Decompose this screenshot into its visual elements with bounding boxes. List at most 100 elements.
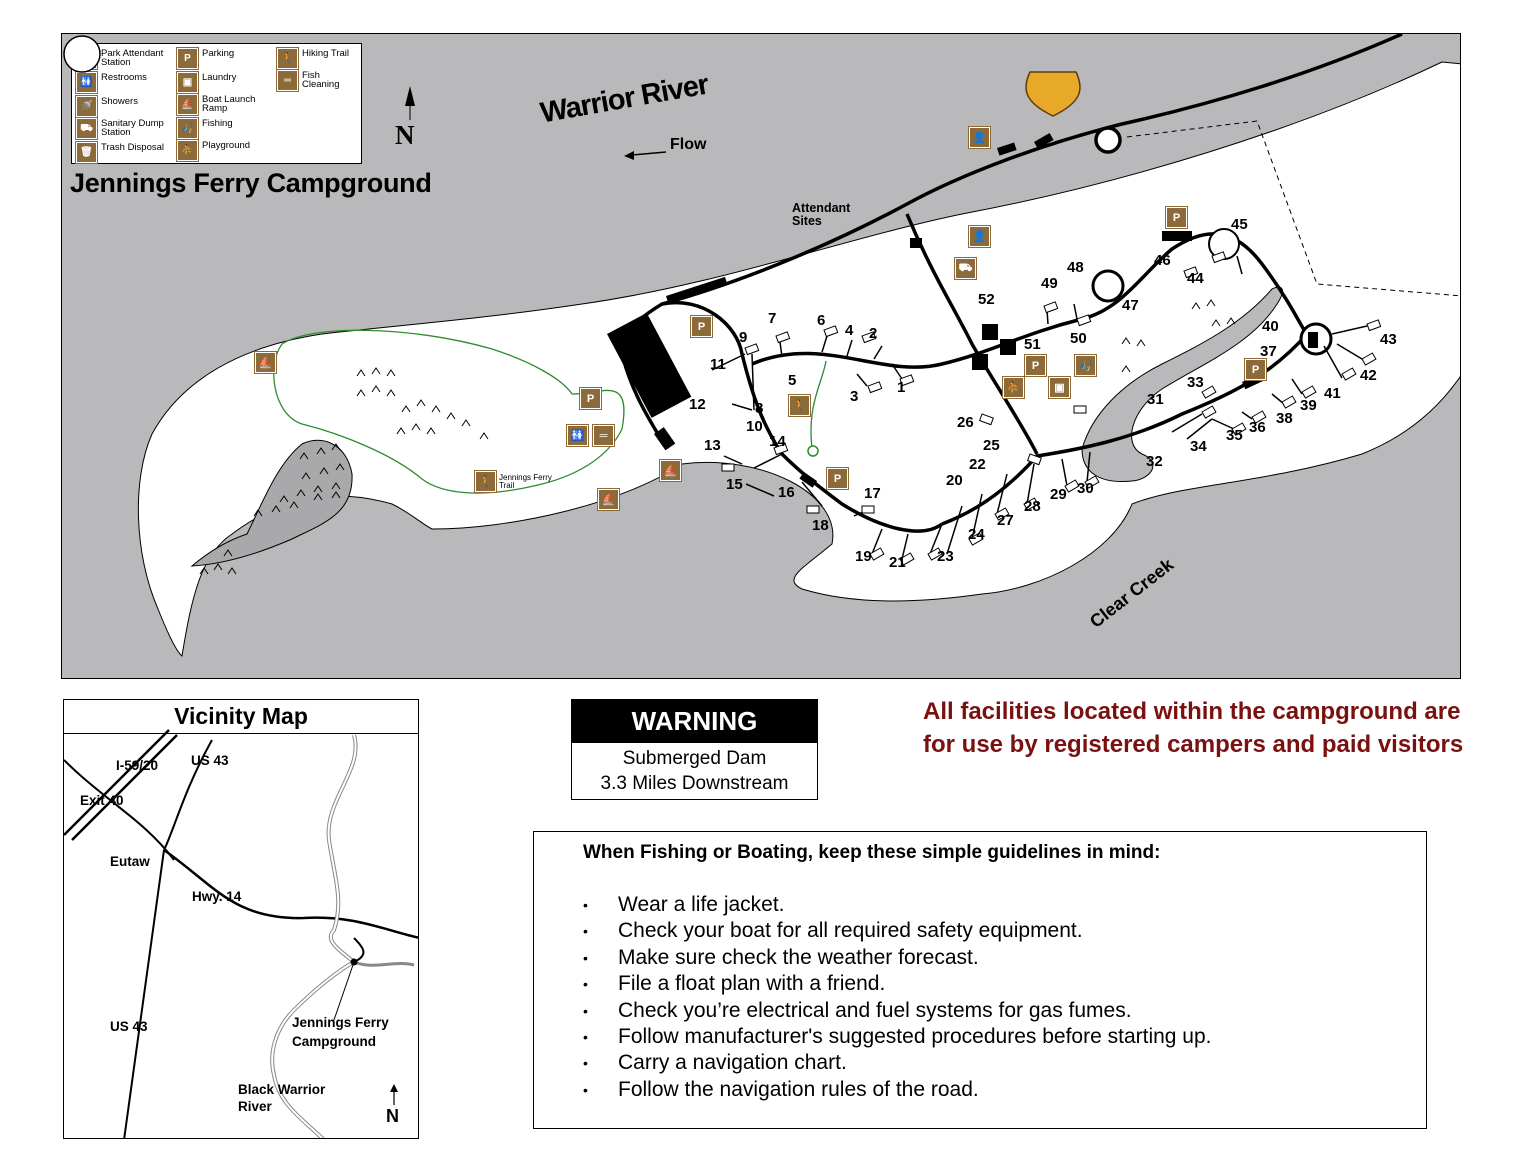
campsite-number[interactable]: 32 — [1146, 453, 1163, 470]
campsite-number[interactable]: 49 — [1041, 275, 1058, 292]
campsite-number[interactable]: 21 — [889, 554, 906, 571]
hwy14 — [163, 848, 418, 939]
campsite-number[interactable]: 6 — [817, 312, 826, 329]
campsite-number[interactable]: 4 — [845, 322, 854, 339]
vicinity-label-i59: I-59/20 — [116, 758, 159, 773]
campsite-number[interactable]: 33 — [1187, 374, 1204, 391]
hiking-trail-icon: 🚶 — [276, 47, 299, 70]
fishing-icon[interactable]: 🎣 — [1074, 354, 1097, 377]
campsite-number[interactable]: 7 — [768, 310, 777, 327]
warning-heading: WARNING — [572, 700, 817, 743]
playground-icon: ⛹ — [176, 139, 199, 162]
site-pads — [721, 251, 1382, 566]
campsite-number[interactable]: 52 — [978, 291, 995, 308]
parking-icon[interactable]: P — [826, 467, 849, 490]
north-arrow-head — [390, 1084, 398, 1092]
campsite-number[interactable]: 38 — [1276, 410, 1293, 427]
campsite-number[interactable]: 5 — [788, 372, 797, 389]
warning-line-2: 3.3 Miles Downstream — [600, 773, 789, 794]
campsite-number[interactable]: 48 — [1067, 259, 1084, 276]
campsite-number[interactable]: 25 — [983, 437, 1000, 454]
campground-map[interactable]: 👤Park Attendant Station🚻Restrooms🚿Shower… — [61, 33, 1461, 679]
parking-icon[interactable]: P — [1024, 354, 1047, 377]
interstate-line-1 — [64, 729, 170, 836]
campsite-number[interactable]: 9 — [739, 329, 748, 346]
campsite-number[interactable]: 11 — [710, 356, 726, 373]
campsite-number[interactable]: 35 — [1226, 427, 1243, 444]
campsite-number[interactable]: 43 — [1380, 331, 1397, 348]
campsite-number[interactable]: 40 — [1262, 318, 1279, 335]
hiking-trail-icon[interactable]: 🚶 — [788, 394, 811, 417]
trail-label: Jennings Ferry Trail — [499, 473, 552, 490]
campsite-number[interactable]: 18 — [812, 517, 829, 534]
boat-launch-icon[interactable]: ⛵ — [254, 351, 277, 374]
campsite-number[interactable]: 13 — [704, 437, 721, 454]
legend-label: Playground — [202, 140, 251, 151]
campsite-number[interactable]: 27 — [997, 512, 1014, 529]
campsite-number[interactable]: 3 — [850, 388, 859, 405]
park-attendant-icon[interactable]: 👤 — [968, 225, 991, 248]
campsite-number[interactable]: 46 — [1154, 252, 1171, 269]
us43-south — [123, 849, 165, 1138]
boat-launch-icon[interactable]: ⛵ — [659, 459, 682, 482]
campsite-number[interactable]: 28 — [1024, 498, 1041, 515]
legend-label: Boat Launch Ramp — [202, 94, 256, 114]
grass-marks — [199, 299, 1236, 575]
campsite-number[interactable]: 20 — [946, 472, 963, 489]
campsite-number[interactable]: 10 — [746, 418, 763, 435]
campsite-number[interactable]: 39 — [1300, 397, 1317, 414]
campsite-number[interactable]: 47 — [1122, 297, 1139, 314]
campsite-number[interactable]: 24 — [968, 526, 985, 543]
campsite-number[interactable]: 31 — [1147, 391, 1164, 408]
campground-title: Jennings Ferry Campground — [70, 168, 432, 198]
guideline-item: Make sure check the weather forecast. — [583, 945, 1212, 972]
parking-lot-east — [1162, 231, 1192, 241]
campsite-number[interactable]: 15 — [726, 476, 743, 493]
parking-icon[interactable]: P — [579, 387, 602, 410]
campsite-number[interactable]: 22 — [969, 456, 986, 473]
restrooms-icon[interactable]: 🚻 — [566, 424, 589, 447]
campsite-number[interactable]: 37 — [1260, 343, 1277, 360]
entrance-building-2 — [1034, 133, 1054, 149]
playground-icon[interactable]: ⛹ — [1002, 376, 1025, 399]
campsite-number[interactable]: 36 — [1249, 419, 1266, 436]
campsite-number[interactable]: 1 — [897, 379, 906, 396]
campsite-number[interactable]: 26 — [957, 414, 974, 431]
sanitary-dump-icon[interactable]: ⛟ — [954, 257, 977, 280]
parking-icon: P — [176, 47, 199, 70]
campsite-number[interactable]: 29 — [1050, 486, 1067, 503]
parking-icon[interactable]: P — [1244, 358, 1267, 381]
fish-cleaning-icon[interactable]: ═ — [592, 424, 615, 447]
campsite-number[interactable]: 14 — [769, 433, 786, 450]
campsite-number[interactable]: 2 — [869, 325, 878, 342]
campsite-number[interactable]: 23 — [937, 548, 954, 565]
campsite-number[interactable]: 51 — [1024, 336, 1041, 353]
campsite-number[interactable]: 12 — [689, 396, 706, 413]
hiking-trail-path — [273, 329, 625, 494]
campsite-number[interactable]: 45 — [1231, 216, 1248, 233]
campsite-number[interactable]: 42 — [1360, 367, 1377, 384]
hiking-trail-icon[interactable]: 🚶 — [474, 470, 497, 493]
park-attendant-icon[interactable]: 👤 — [968, 126, 991, 149]
guidelines-heading: When Fishing or Boating, keep these simp… — [583, 842, 1161, 863]
boat-launch-icon[interactable]: ⛵ — [597, 488, 620, 511]
campsite-number[interactable]: 30 — [1077, 480, 1094, 497]
campsite-number[interactable]: 34 — [1190, 438, 1207, 455]
parking-icon[interactable]: P — [1165, 206, 1188, 229]
parking-icon[interactable]: P — [690, 315, 713, 338]
vicinity-map[interactable]: Vicinity Map I-59/20 US 43 Exit 40 Eutaw… — [63, 699, 419, 1139]
campsite-number[interactable]: 41 — [1324, 385, 1341, 402]
campsite-number[interactable]: 16 — [778, 484, 795, 501]
laundry-icon[interactable]: ▣ — [1048, 376, 1071, 399]
campsite-number[interactable]: 44 — [1187, 270, 1204, 287]
north-arrow-icon — [405, 86, 415, 120]
guideline-item: Check you’re electrical and fuel systems… — [583, 998, 1212, 1025]
campsite-number[interactable]: 8 — [755, 400, 764, 417]
guideline-item: File a float plan with a friend. — [583, 971, 1212, 998]
attendant-building — [910, 238, 922, 248]
campsite-number[interactable]: 19 — [855, 548, 872, 565]
campsite-number[interactable]: 50 — [1070, 330, 1087, 347]
campsite-number[interactable]: 17 — [864, 485, 881, 502]
fishing-icon: 🎣 — [176, 117, 199, 140]
legend-item: 🎣Fishing — [176, 117, 233, 140]
